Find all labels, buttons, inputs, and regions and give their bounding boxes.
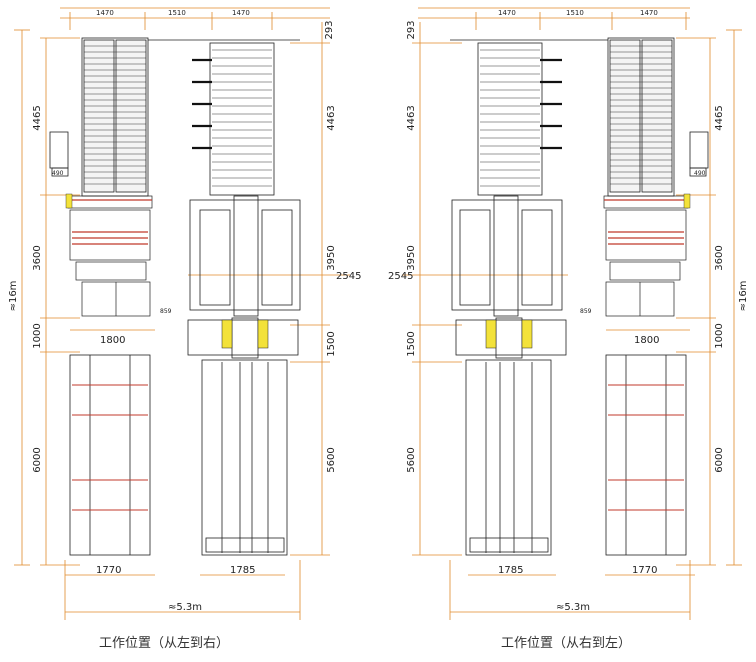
left-dim-1770: 1770 xyxy=(96,565,121,576)
left-dim-5600: 5600 xyxy=(326,447,337,472)
left-dim-top-1: 1470 xyxy=(96,9,114,17)
left-dim-top-2: 1510 xyxy=(168,9,186,17)
left-dim-293: 293 xyxy=(324,20,335,39)
right-dim-total-height: ≈16m xyxy=(738,281,749,312)
left-lower-rack-red xyxy=(72,384,148,511)
right-upper-rack-2 xyxy=(450,39,608,196)
right-yellow-marker-1 xyxy=(683,193,691,209)
left-upper-rack xyxy=(81,37,149,197)
right-dim-3950: 3950 xyxy=(406,245,417,270)
right-lower-rack-2 xyxy=(465,359,552,556)
left-middle-machine-red xyxy=(68,199,152,245)
right-dim-4463: 4463 xyxy=(406,105,417,130)
right-dim-4465: 4465 xyxy=(714,105,725,130)
left-upper-rack-2-arms xyxy=(192,58,212,150)
right-upper-rack xyxy=(607,37,675,197)
left-dim-490: 490 xyxy=(52,170,64,177)
left-dim-3600: 3600 xyxy=(32,245,43,270)
right-view: 1470 1510 1470 490 859 293 4463 4465 395… xyxy=(388,7,749,620)
left-dim-1785: 1785 xyxy=(230,565,255,576)
right-dim-293: 293 xyxy=(406,20,417,39)
left-dim-top-3: 1470 xyxy=(232,9,250,17)
left-dim-4465: 4465 xyxy=(32,105,43,130)
left-dim-total-height: ≈16m xyxy=(8,281,19,312)
left-dim-3950: 3950 xyxy=(326,245,337,270)
right-dim-top-1: 1470 xyxy=(498,9,516,17)
left-view: 1470 1510 1470 490 859 293 4465 4463 360… xyxy=(8,7,361,620)
right-dim-1500: 1500 xyxy=(406,331,417,356)
right-middle-machine-red xyxy=(604,199,688,245)
left-dim-4463: 4463 xyxy=(326,105,337,130)
right-dim-2545: 2545 xyxy=(388,271,413,282)
right-dimension-lines xyxy=(402,7,742,620)
left-dim-859: 859 xyxy=(160,308,172,315)
right-lower-rack-red xyxy=(608,384,684,511)
right-dim-6000: 6000 xyxy=(714,447,725,472)
left-central-machine xyxy=(187,195,301,359)
right-view-caption: 工作位置（从右到左） xyxy=(500,636,631,651)
left-yellow-marker-1 xyxy=(65,193,73,209)
right-dim-total-width: ≈5.3m xyxy=(556,602,590,613)
left-dim-2545: 2545 xyxy=(336,271,361,282)
left-lower-rack xyxy=(69,354,151,556)
right-dim-top-2: 1510 xyxy=(566,9,584,17)
left-middle-machine xyxy=(67,195,153,317)
left-control-box xyxy=(49,131,69,177)
right-dim-859: 859 xyxy=(580,308,592,315)
right-upper-rack-2-arms xyxy=(540,58,562,150)
right-dim-1800: 1800 xyxy=(634,335,659,346)
left-dim-1500: 1500 xyxy=(326,331,337,356)
right-dim-1770: 1770 xyxy=(632,565,657,576)
left-dimension-lines xyxy=(14,7,350,620)
right-middle-machine xyxy=(603,195,689,317)
left-yellow-marker-3 xyxy=(257,319,269,349)
left-dim-6000: 6000 xyxy=(32,447,43,472)
right-central-machine xyxy=(451,195,567,359)
right-yellow-marker-3 xyxy=(521,319,533,349)
right-upper-rack-2-slats xyxy=(480,49,540,187)
right-dim-1000: 1000 xyxy=(714,323,725,348)
left-dim-total-width: ≈5.3m xyxy=(168,602,202,613)
left-upper-rack-slats xyxy=(84,45,146,185)
right-lower-rack xyxy=(605,354,687,556)
right-dim-5600: 5600 xyxy=(406,447,417,472)
left-dim-1000: 1000 xyxy=(32,323,43,348)
right-yellow-marker-2 xyxy=(485,319,497,349)
left-dim-1800: 1800 xyxy=(100,335,125,346)
right-control-box xyxy=(689,131,709,177)
left-yellow-marker-2 xyxy=(221,319,233,349)
right-dim-top-3: 1470 xyxy=(640,9,658,17)
right-dim-490: 490 xyxy=(694,170,706,177)
left-upper-rack-2-slats xyxy=(212,49,272,187)
left-view-caption: 工作位置（从左到右） xyxy=(98,636,229,651)
right-dim-1785: 1785 xyxy=(498,565,523,576)
left-lower-rack-2 xyxy=(201,359,288,556)
right-upper-rack-slats xyxy=(610,45,672,185)
right-dim-3600: 3600 xyxy=(714,245,725,270)
left-upper-rack-2 xyxy=(148,39,300,196)
